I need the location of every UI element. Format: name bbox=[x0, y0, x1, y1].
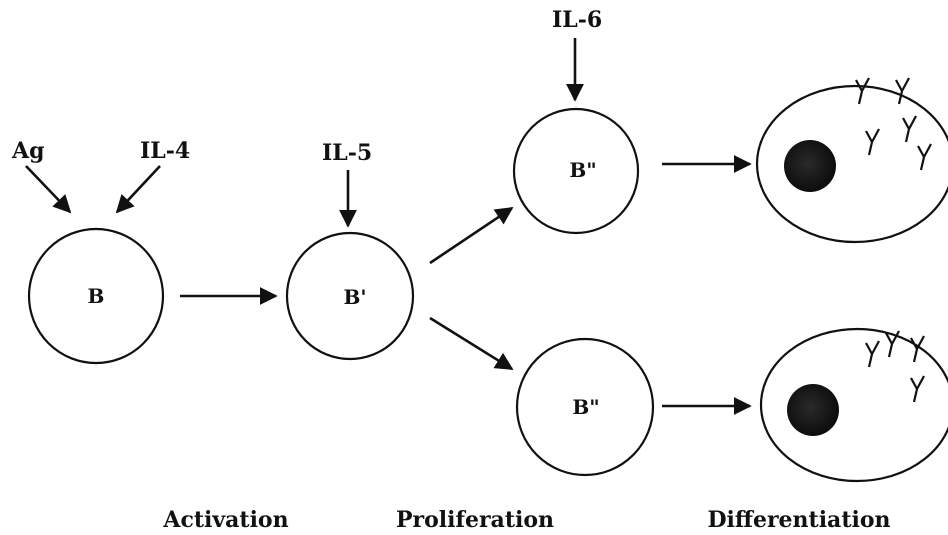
b-prime-cell-label: B' bbox=[343, 285, 366, 309]
il4-label: IL-4 bbox=[140, 138, 190, 164]
b-cell bbox=[27, 227, 165, 365]
proliferation-arrow-upper bbox=[429, 206, 514, 265]
stage-differentiation: Differentiation bbox=[707, 507, 890, 533]
stage-activation: Activation bbox=[162, 507, 288, 533]
ag-label: Ag bbox=[11, 138, 44, 164]
antibody-icons-lower bbox=[865, 330, 925, 403]
proliferation-arrow-lower bbox=[429, 316, 514, 371]
il6-label: IL-6 bbox=[552, 7, 602, 33]
antibody-icons-upper bbox=[855, 77, 932, 171]
ag-arrow bbox=[25, 165, 72, 214]
b-double-prime-upper-label: B" bbox=[569, 158, 596, 182]
b-double-prime-lower-label: B" bbox=[572, 395, 599, 419]
b-double-prime-cell-upper bbox=[512, 107, 640, 235]
b-cell-label: B bbox=[88, 284, 105, 308]
nucleus-lower bbox=[787, 384, 839, 436]
b-prime-cell bbox=[285, 231, 415, 361]
il5-label: IL-5 bbox=[322, 140, 372, 166]
il4-arrow bbox=[115, 165, 161, 214]
b-double-prime-cell-lower bbox=[515, 337, 655, 477]
plasma-cell-upper bbox=[755, 84, 948, 244]
plasma-cell-lower bbox=[759, 327, 948, 483]
stage-proliferation: Proliferation bbox=[396, 507, 554, 533]
nucleus-upper bbox=[784, 140, 836, 192]
